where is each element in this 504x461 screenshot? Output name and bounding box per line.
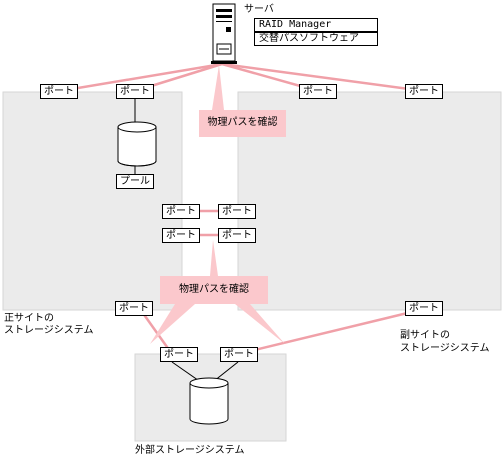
- secondary-external-port: ポート: [405, 301, 443, 316]
- secondary-port-2: ポート: [405, 84, 443, 99]
- secondary-remote-port-1: ポート: [218, 204, 256, 219]
- primary-external-port: ポート: [115, 301, 153, 316]
- secondary-port-1: ポート: [299, 84, 337, 99]
- callout-bubble-top: [199, 65, 286, 137]
- external-cylinder-icon: [189, 377, 229, 425]
- external-port-2: ポート: [220, 347, 258, 362]
- primary-system-label-line1: 正サイトの: [4, 313, 54, 324]
- secondary-system-label-line2: ストレージシステム: [400, 343, 490, 354]
- external-system-label: 外部ストレージシステム: [135, 445, 245, 456]
- server-label: サーバ: [244, 4, 274, 15]
- pool-cylinder-icon: [117, 121, 157, 167]
- pool-label: プール: [116, 174, 154, 189]
- callout-text-top: 物理パスを確認: [207, 117, 278, 128]
- callout-bubble-bottom: [150, 240, 285, 344]
- raid-manager-label: RAID Manager: [254, 18, 378, 32]
- secondary-system-label-line1: 副サイトの: [400, 330, 450, 341]
- callout-text-bottom: 物理パスを確認: [179, 284, 249, 295]
- primary-remote-port-1: ポート: [162, 204, 200, 219]
- alternate-path-software-label: 交替パスソフトウェア: [254, 32, 378, 46]
- primary-port-2: ポート: [116, 84, 154, 99]
- server-icon: [211, 3, 237, 64]
- secondary-remote-port-2: ポート: [218, 228, 256, 243]
- primary-remote-port-2: ポート: [162, 228, 200, 243]
- primary-storage-area: [2, 91, 183, 311]
- primary-system-label-line2: ストレージシステム: [4, 325, 94, 336]
- primary-port-1: ポート: [40, 84, 78, 99]
- external-port-1: ポート: [160, 347, 198, 362]
